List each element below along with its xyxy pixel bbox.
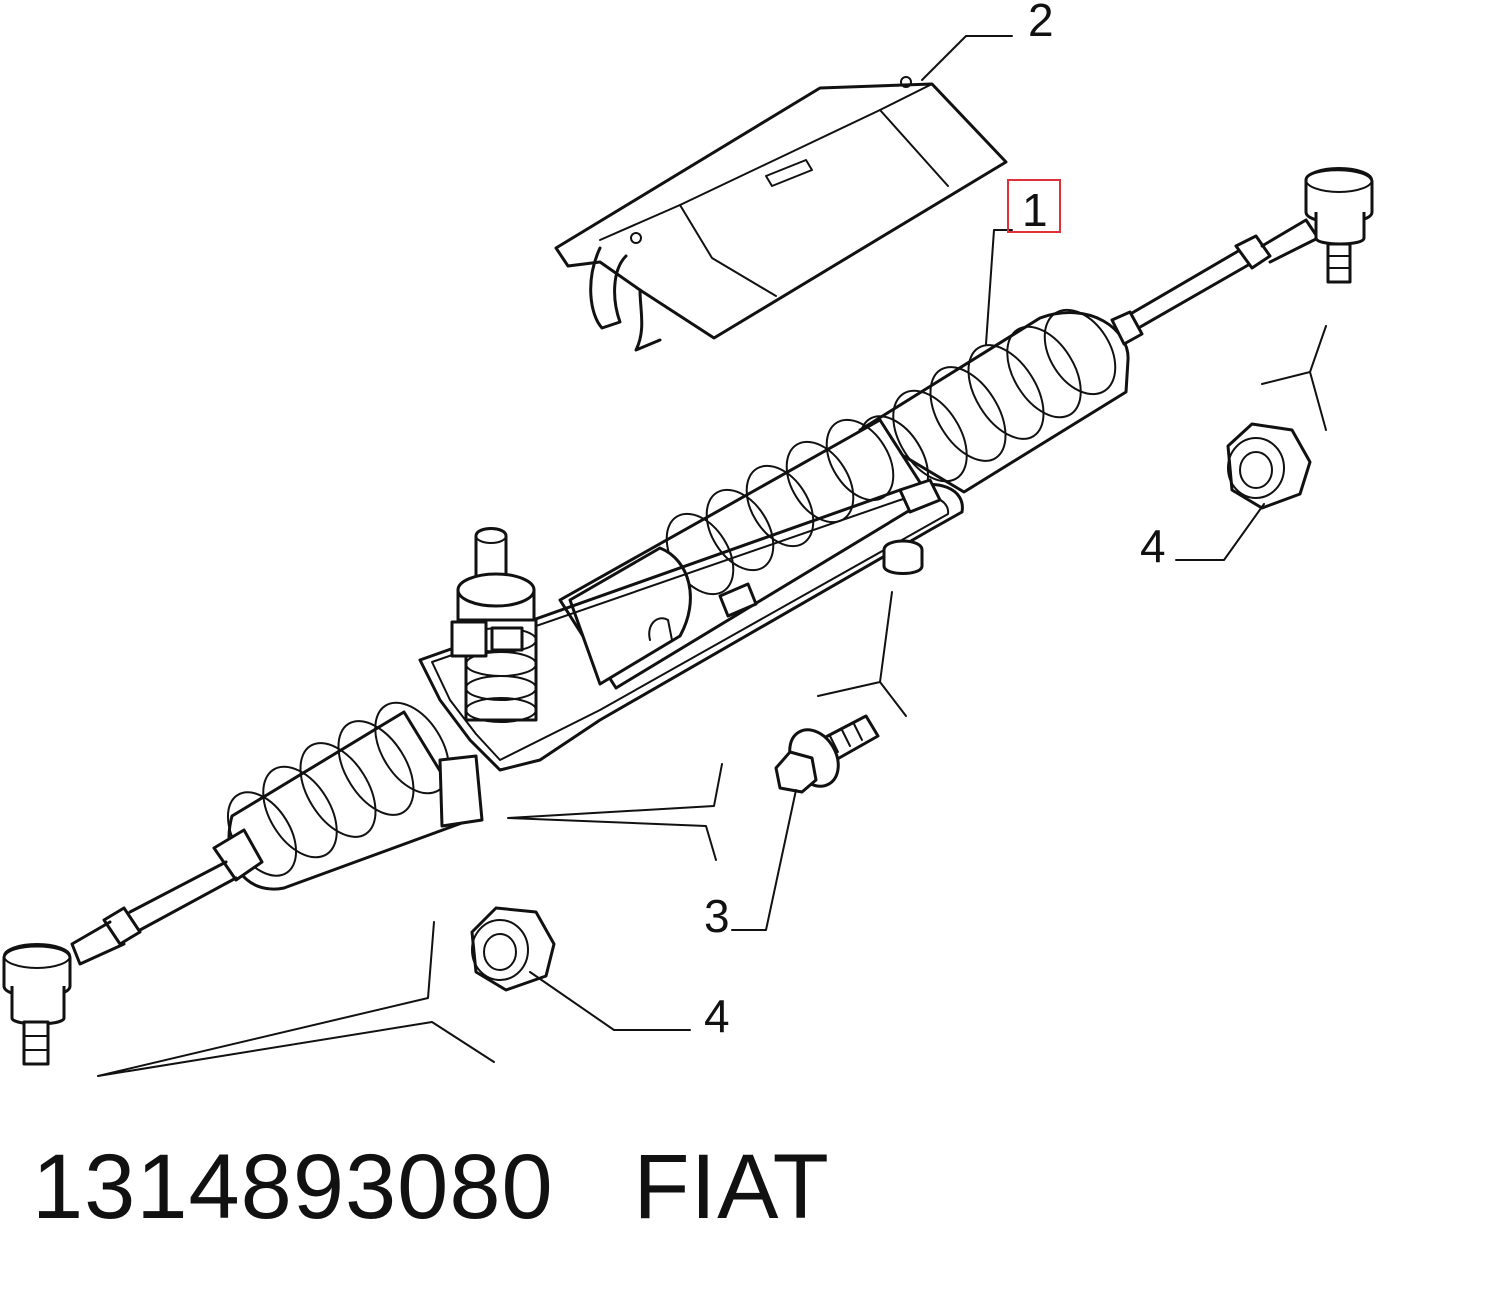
nut-part-4-left (470, 906, 556, 992)
callout-2-label: 2 (1028, 0, 1054, 46)
brand-name: FIAT (633, 1136, 830, 1238)
callout-4-right-label: 4 (1140, 520, 1166, 572)
callout-4-left-label: 4 (704, 990, 730, 1042)
callout-3-label: 3 (704, 890, 730, 942)
part-caption: 1314893080 FIAT (32, 1135, 830, 1240)
nut-part-4-right (1226, 422, 1312, 510)
pinion-valve (450, 527, 538, 723)
leader-lines (529, 35, 1265, 1031)
assembly-guides (97, 325, 1327, 1077)
heat-shield-part-2 (554, 76, 1008, 352)
callout-1-label: 1 (1022, 184, 1048, 236)
bolt-part-3 (774, 714, 880, 794)
left-bellows (212, 701, 484, 891)
part-number: 1314893080 (32, 1136, 554, 1238)
callout-1-highlight (1007, 179, 1061, 233)
right-bellows (858, 308, 1144, 501)
steering-rack-part-1 (2, 167, 1374, 1066)
